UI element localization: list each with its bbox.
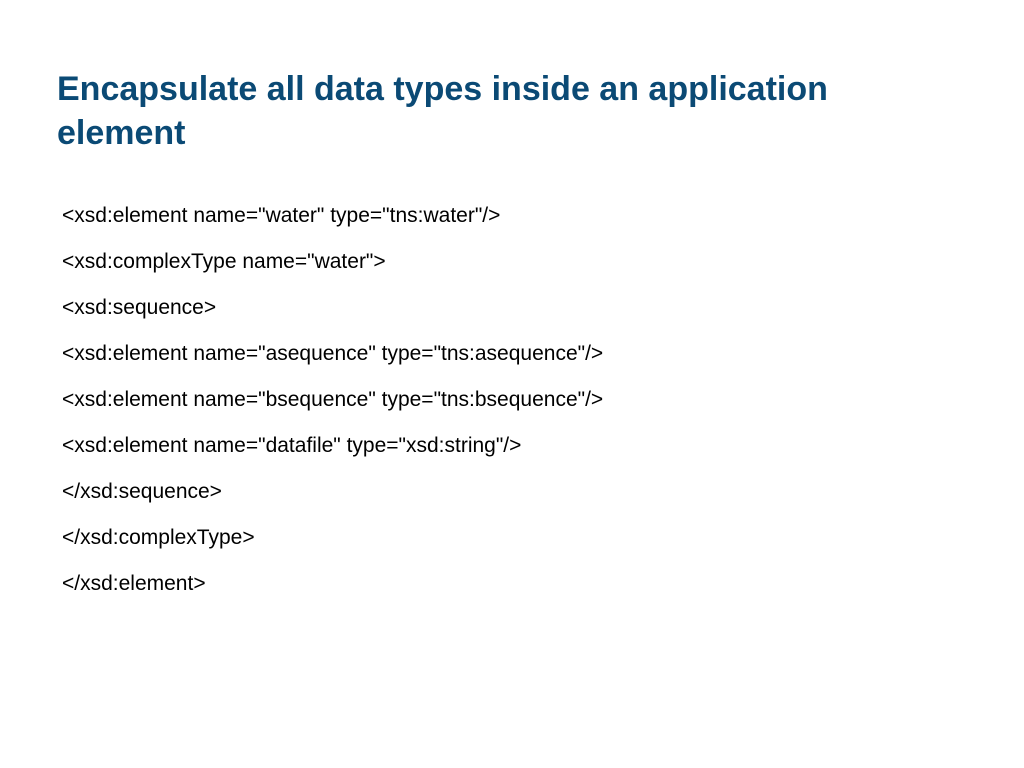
code-line: <xsd:element name="water" type="tns:wate… [62,204,501,227]
code-line: </xsd:element> [62,572,206,595]
code-line: </xsd:complexType> [62,526,255,549]
code-line: <xsd:complexType name="water"> [62,250,386,273]
code-line: </xsd:sequence> [62,480,222,503]
code-line: <xsd:element name="datafile" type="xsd:s… [62,434,522,457]
code-line: <xsd:element name="asequence" type="tns:… [62,342,604,365]
code-lines: <xsd:element name="water" type="tns:wate… [62,193,603,607]
code-line: <xsd:element name="bsequence" type="tns:… [62,388,604,411]
slide-title: Encapsulate all data types inside an app… [57,70,828,152]
code-line: <xsd:sequence> [62,296,217,319]
